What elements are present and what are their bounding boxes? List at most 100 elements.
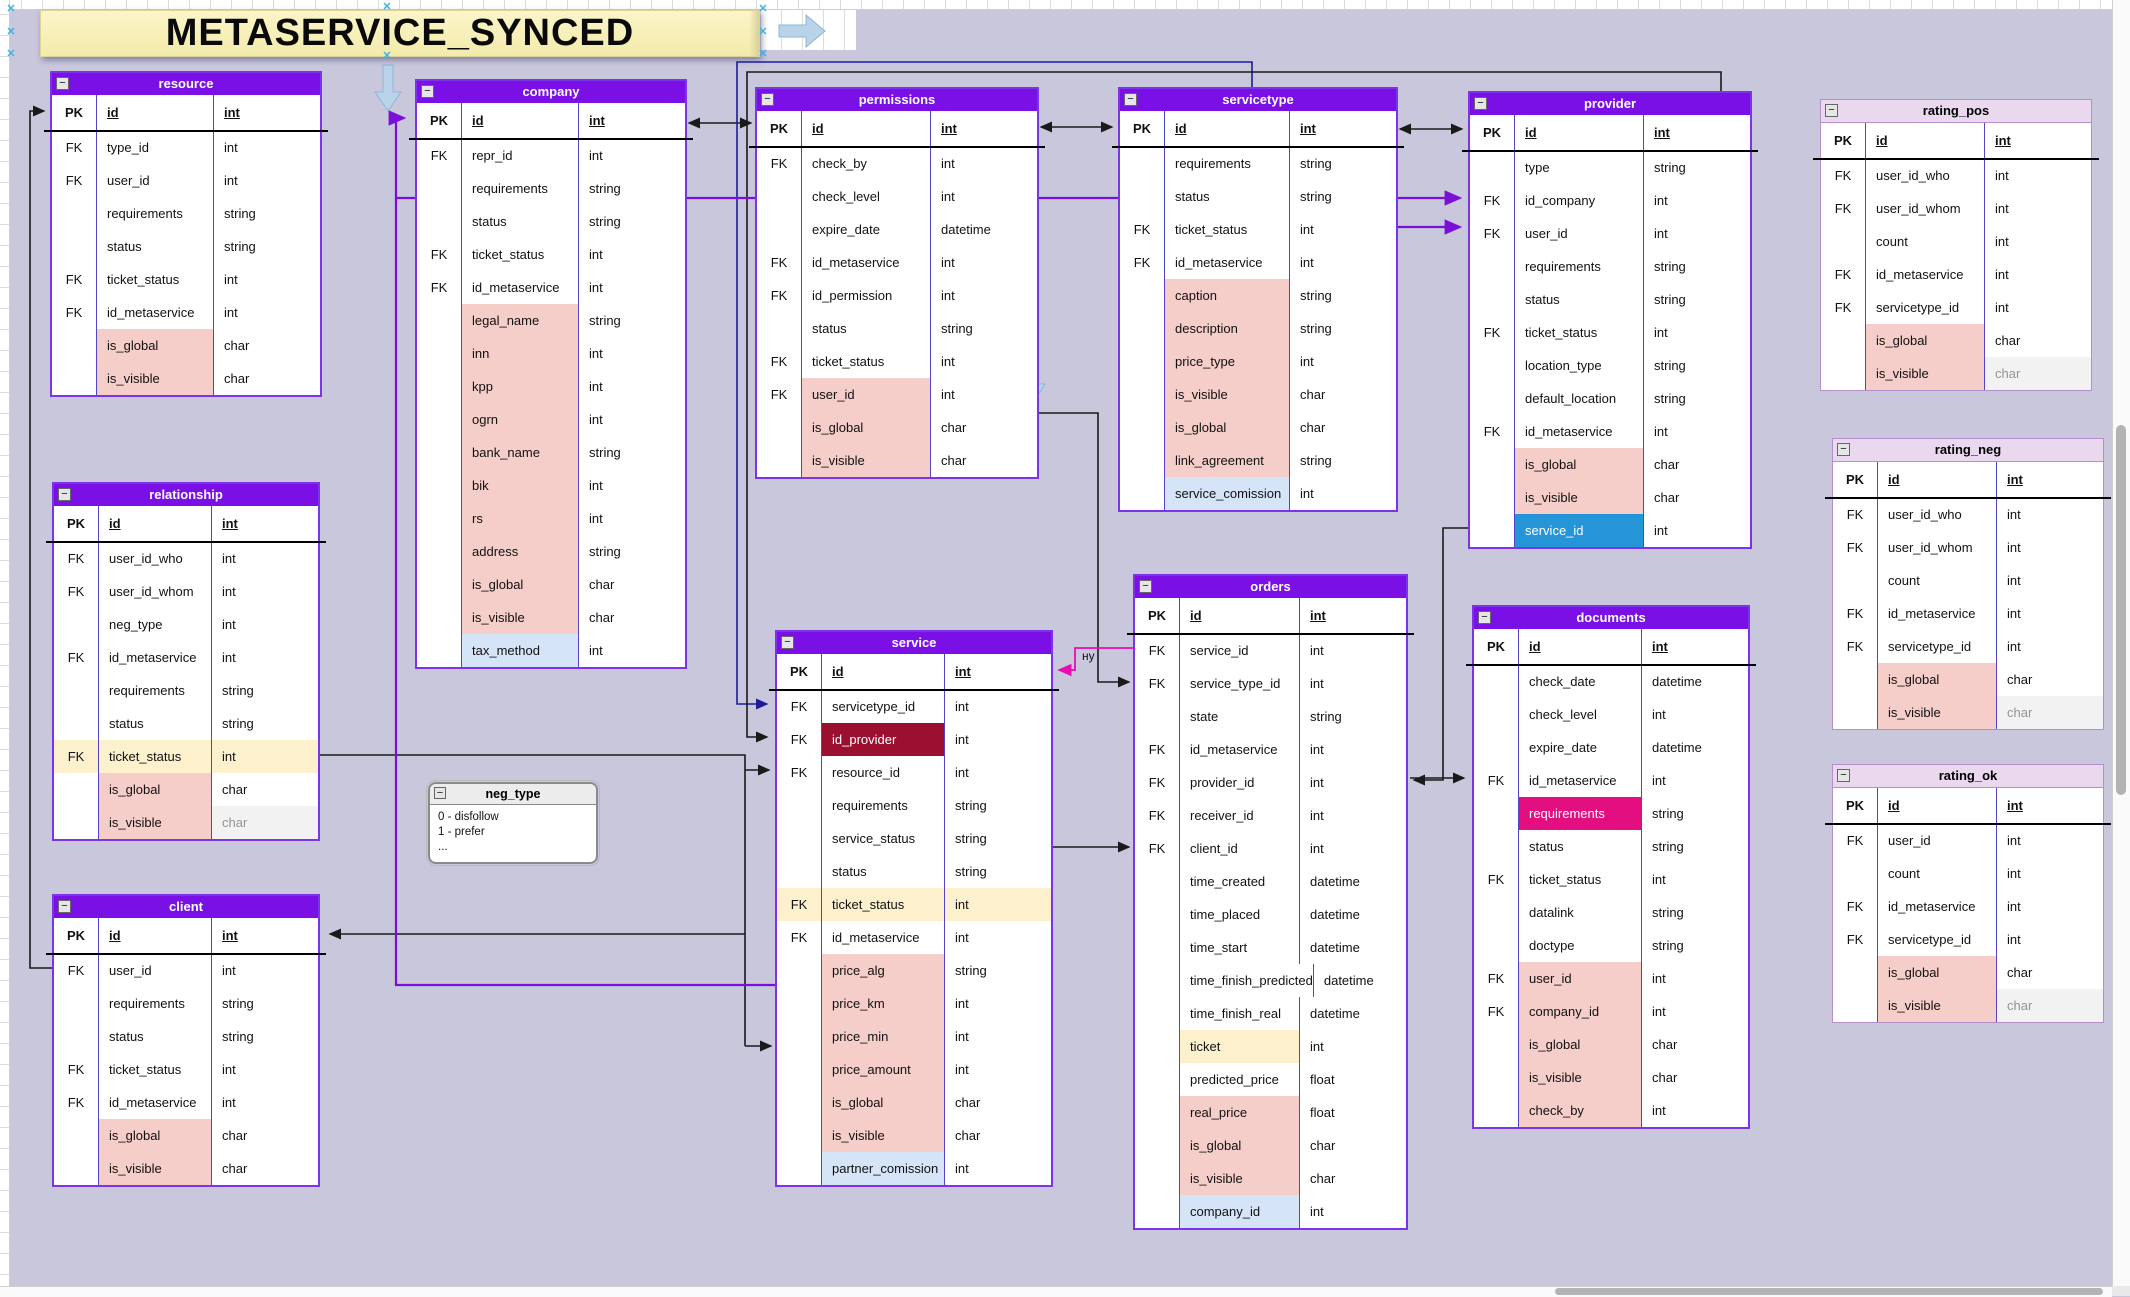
collapse-icon[interactable] [1825,104,1838,117]
collapse-icon[interactable] [56,77,69,90]
entity-table-provider[interactable]: providerPKidinttypestringFKid_companyint… [1462,91,1758,549]
collapse-icon[interactable] [1139,580,1152,593]
entity-table-permissions[interactable]: permissionsPKidintFKcheck_byintcheck_lev… [749,87,1045,479]
collapse-icon[interactable] [1478,611,1491,624]
table-header-rating_ok[interactable]: rating_ok [1833,765,2103,788]
table-header-rating_neg[interactable]: rating_neg [1833,439,2103,462]
vertical-scrollbar[interactable] [2112,0,2130,1296]
connector-orders-service-magenta[interactable] [1057,647,1133,677]
connector-client-resource[interactable] [29,105,60,969]
connector-provider-service[interactable] [746,71,1722,743]
entity-table-orders[interactable]: ordersPKidintFKservice_idintFKservice_ty… [1127,574,1414,1230]
connector-relationship-spine[interactable] [320,754,746,1046]
entity-table-company[interactable]: companyPKidintFKrepr_idintrequirementsst… [409,79,693,669]
vertical-scrollbar-thumb[interactable] [2116,425,2126,795]
horizontal-scrollbar-thumb[interactable] [1555,1288,2103,1295]
table-header-servicetype[interactable]: servicetype [1120,89,1396,111]
collapse-icon[interactable] [1837,769,1850,782]
connector-provider-orders[interactable] [1412,527,1468,786]
selection-handle-icon[interactable] [758,27,768,37]
collapse-icon[interactable] [421,85,434,98]
table-header-relationship[interactable]: relationship [54,484,318,506]
table-header-company[interactable]: company [417,81,685,103]
table-header-client[interactable]: client [54,896,318,918]
collapse-icon[interactable] [1474,97,1487,110]
collapse-icon[interactable] [434,787,446,799]
table-header-provider[interactable]: provider [1470,93,1750,115]
